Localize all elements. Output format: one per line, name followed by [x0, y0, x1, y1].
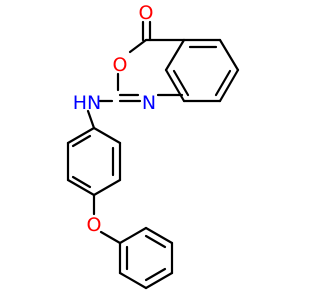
bond-c8-c8a — [164, 68, 186, 103]
bond-ph-inner-1 — [144, 234, 167, 249]
bond-ph-a — [118, 226, 148, 245]
bond-ar1-d — [66, 178, 96, 197]
molecule-structure: O O N HN O — [66, 2, 240, 290]
ring-nitrogen-label: N — [142, 92, 156, 114]
bond-ar1-a — [92, 126, 122, 145]
structure-canvas: O O N HN O — [66, 2, 240, 290]
ether-oxygen-label: O — [87, 214, 102, 236]
bond-c5-c6 — [218, 38, 240, 72]
bonds — [66, 20, 240, 290]
bond-ph-e — [118, 271, 148, 290]
carbonyl-oxygen-label: O — [139, 2, 154, 24]
atom-labels: O O N HN O — [73, 2, 156, 236]
bond-ph-d — [144, 271, 174, 290]
bond-ar1-inner-2 — [71, 175, 92, 189]
bond-nh-aryl — [86, 109, 96, 130]
bond-benzo-inner-3 — [172, 69, 190, 97]
bond-c4-o1 — [128, 38, 148, 54]
bond-c6-c7 — [218, 68, 240, 103]
amine-label: HN — [73, 92, 102, 114]
bond-ar1-c — [92, 178, 122, 197]
ring-oxygen-label: O — [113, 54, 128, 76]
bond-o-phenyl — [99, 230, 122, 245]
bond-ar1-inner-3 — [71, 134, 92, 148]
bond-ph-b — [144, 226, 174, 245]
bond-ph-inner-2 — [144, 267, 167, 282]
bond-ar1-f — [66, 126, 96, 145]
bond-c8a-c4a — [164, 38, 186, 72]
bond-benzo-inner-2 — [214, 69, 232, 97]
